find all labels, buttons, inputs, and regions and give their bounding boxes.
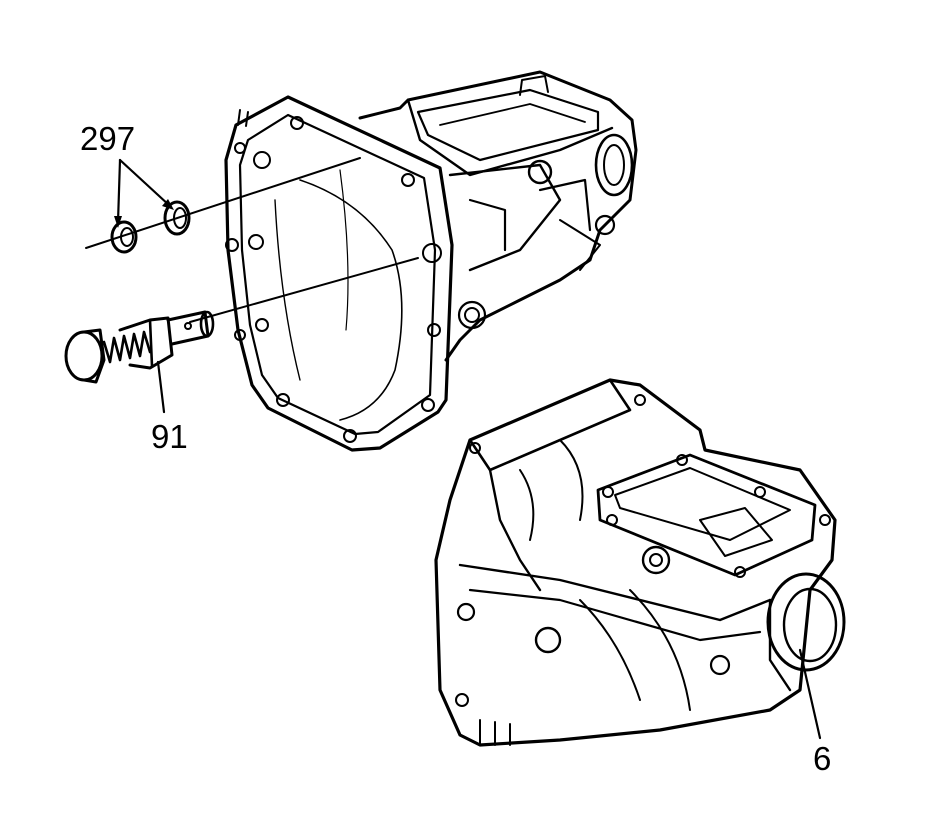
upper-flange-bolt-holes xyxy=(225,116,442,443)
washer-1 xyxy=(110,220,138,254)
callout-91: 91 xyxy=(151,418,188,455)
leader-lines xyxy=(114,158,822,740)
callout-6: 6 xyxy=(813,740,832,777)
washer-pair-297 xyxy=(110,200,191,254)
callout-297: 297 xyxy=(80,120,136,157)
upper-transmission-case xyxy=(224,70,638,452)
lower-transmission-case xyxy=(434,378,846,747)
lower-pad-bolt-holes xyxy=(602,454,831,578)
washer-2 xyxy=(163,200,191,236)
plunger-assembly-91 xyxy=(64,310,215,384)
